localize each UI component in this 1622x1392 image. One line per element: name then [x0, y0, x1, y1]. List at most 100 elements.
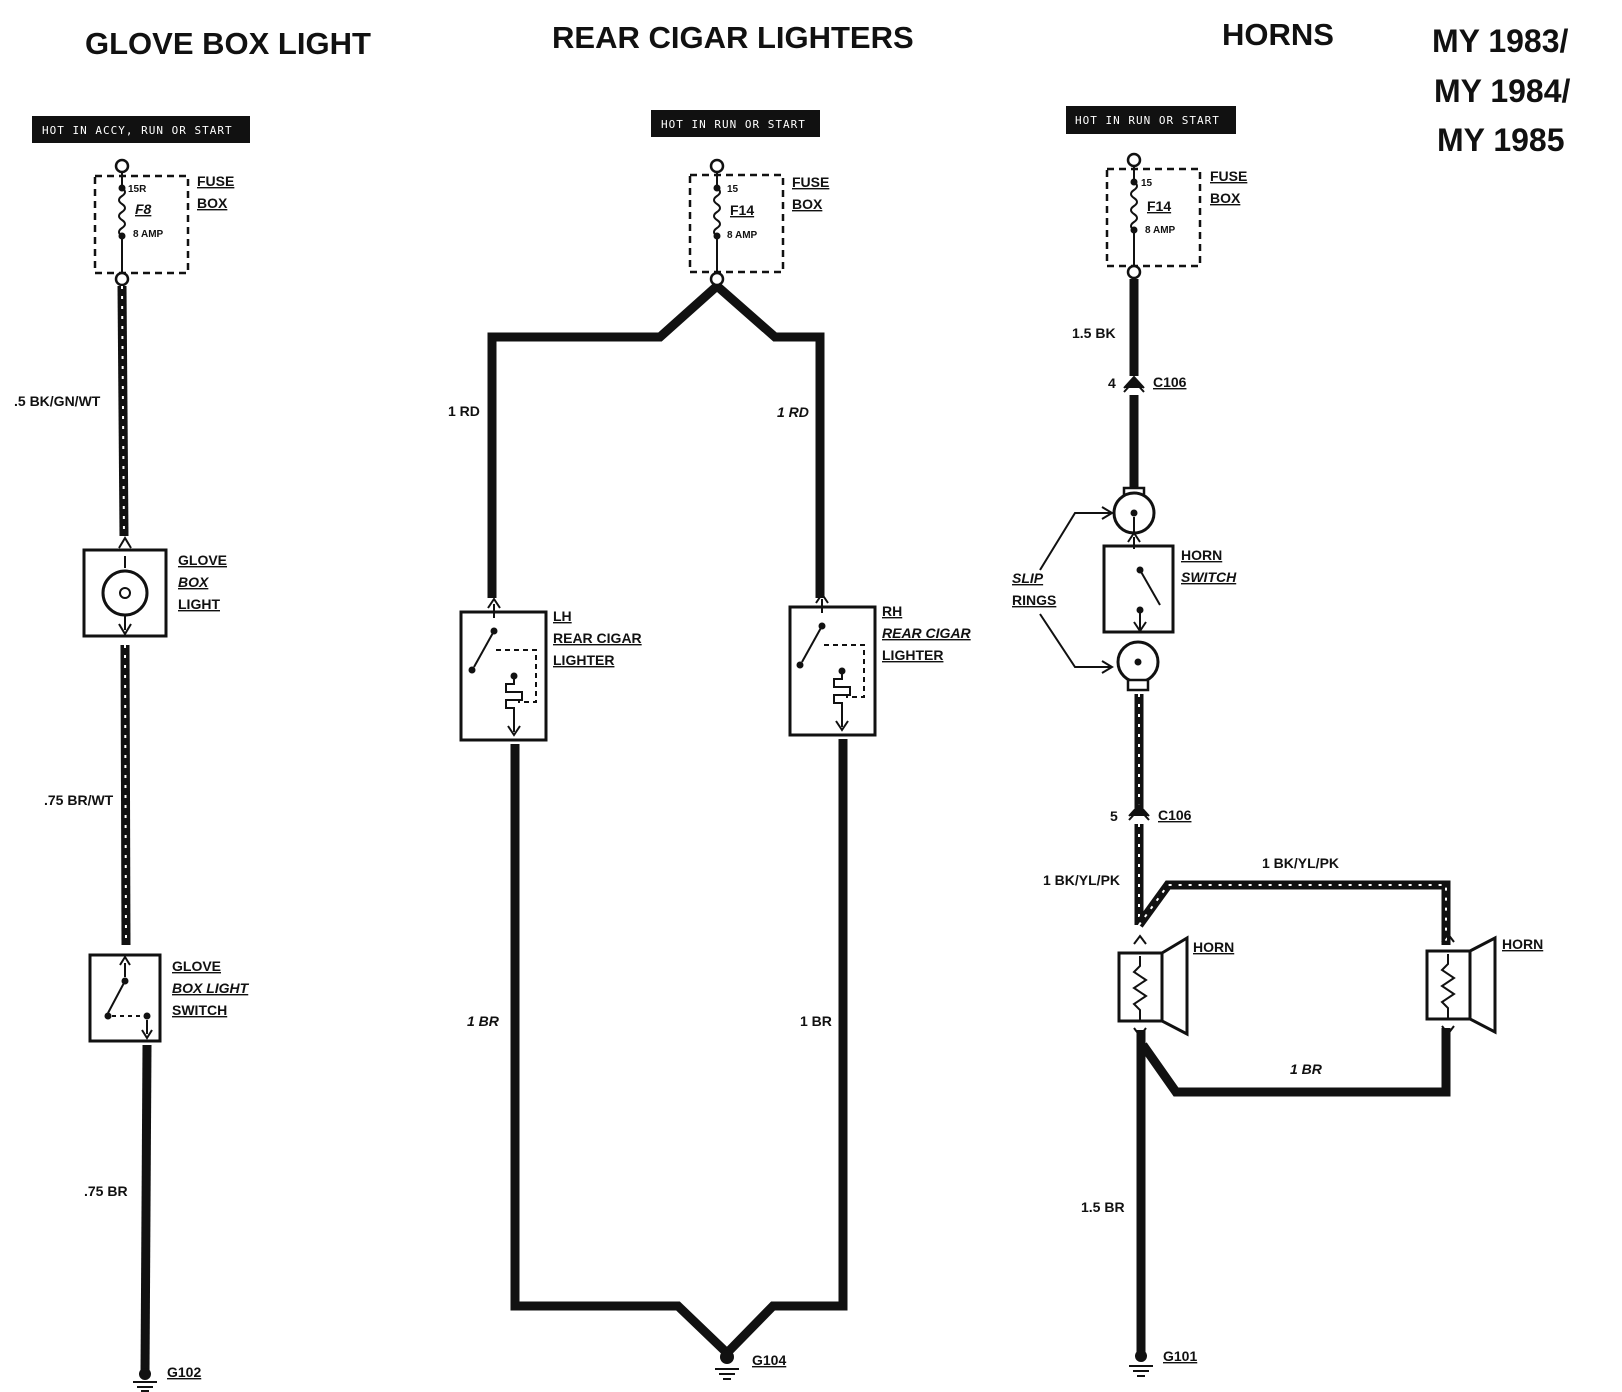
- wire-rd-right: [714, 282, 825, 598]
- model-year-1983: MY 1983/: [1432, 23, 1569, 59]
- wire1-label: 1.5 BK: [1072, 325, 1116, 341]
- wire-br-right: [723, 739, 848, 1357]
- lh-label-line2: REAR CIGAR: [553, 630, 642, 646]
- horn-right-icon: [1425, 932, 1497, 1036]
- lighter-switch-icon: [473, 630, 495, 668]
- hot-label-box: [32, 116, 250, 143]
- connector-bottom-pin: 5: [1110, 808, 1118, 824]
- horn-switch-contact-icon: [1139, 569, 1161, 606]
- wire3-label: .75 BR: [84, 1183, 128, 1199]
- connector-icon: [1128, 803, 1150, 817]
- fuse-rating-label: 8 AMP: [1145, 225, 1176, 236]
- hot-label-box: [1066, 106, 1236, 134]
- hot-label-text: HOT IN ACCY, RUN OR START: [42, 124, 233, 137]
- wire1-label: .5 BK/GN/WT: [14, 393, 101, 409]
- fuse-rating-label: 8 AMP: [727, 230, 758, 241]
- switch-label-line3: SWITCH: [172, 1002, 227, 1018]
- rh-label-line1: RH: [882, 603, 902, 619]
- rh-label-line3: LIGHTER: [882, 647, 943, 663]
- arrow-slip-ring-bottom: [1039, 613, 1110, 668]
- light-label-line3: LIGHT: [178, 596, 220, 612]
- model-year-1984: MY 1984/: [1434, 73, 1571, 109]
- wire-br-return: [1139, 1028, 1451, 1097]
- wire-feed-left-label: 1 BK/YL/PK: [1043, 872, 1120, 888]
- horn-switch-label-line2: SWITCH: [1181, 569, 1237, 585]
- hot-label-text: HOT IN RUN OR START: [661, 118, 806, 131]
- horn-left-label: HORN: [1193, 939, 1234, 955]
- connector-top-label: C106: [1153, 374, 1187, 390]
- wire-br: [140, 1044, 152, 1374]
- fuse-terminal-label: 15: [1141, 178, 1153, 189]
- fuse-box-label-line2: BOX: [1210, 190, 1241, 206]
- fuse-top-terminal: [114, 158, 130, 174]
- fuse-id-label: F14: [730, 202, 754, 218]
- fuse-element-icon: [118, 187, 126, 237]
- arrow-up-icon: [118, 536, 132, 568]
- title-rear-cigar-lighters: REAR CIGAR LIGHTERS: [552, 20, 914, 55]
- fuse-box-label-line1: FUSE: [1210, 168, 1247, 184]
- fuse-element-icon: [713, 187, 721, 237]
- fuse-id-label: F8: [135, 201, 152, 217]
- hot-label-box: [651, 110, 820, 137]
- hot-label-text: HOT IN RUN OR START: [1075, 114, 1220, 127]
- wire-bk-yl-pk-top: [1135, 880, 1451, 945]
- horn-circuit: HOT IN RUN OR START 15 F14 8 AMP FUSE BO…: [1012, 106, 1543, 1377]
- fuse-bottom-terminal: [114, 271, 130, 287]
- fuse-element-icon: [1130, 181, 1138, 231]
- wire-right-top-label: 1 RD: [777, 404, 809, 420]
- fuse-id-label: F14: [1147, 198, 1171, 214]
- lh-label-line3: LIGHTER: [553, 652, 614, 668]
- wire2-label: .75 BR/WT: [44, 792, 114, 808]
- heater-element-icon: [833, 671, 851, 715]
- switch-contact-icon: [107, 980, 126, 1014]
- switch-label-line2: BOX LIGHT: [172, 980, 250, 996]
- lh-label-line1: LH: [553, 608, 572, 624]
- slip-rings-label-line2: RINGS: [1012, 592, 1056, 608]
- wire-br-left: [510, 744, 731, 1357]
- wire-feed-top-label: 1 BK/YL/PK: [1262, 855, 1339, 871]
- rh-lighter-housing: [788, 605, 877, 737]
- connector-top-pin: 4: [1108, 375, 1116, 391]
- arrow-slip-ring-top: [1039, 512, 1110, 571]
- ground-label: G104: [752, 1352, 786, 1368]
- ground-icon: [133, 1368, 157, 1392]
- connector-bottom-label: C106: [1158, 807, 1192, 823]
- switch-label-line1: GLOVE: [172, 958, 221, 974]
- cigar-lighter-circuit: HOT IN RUN OR START 15 F14 8 AMP FUSE BO…: [448, 110, 972, 1380]
- lamp-icon: [101, 569, 149, 617]
- title-glove-box-light: GLOVE BOX LIGHT: [85, 26, 371, 61]
- wire-return-label: 1 BR: [1290, 1061, 1323, 1077]
- fuse-box-label-line1: FUSE: [197, 173, 234, 189]
- fuse-box-label-line1: FUSE: [792, 174, 829, 190]
- rh-label-line2: REAR CIGAR: [882, 625, 972, 641]
- wire-left-top-label: 1 RD: [448, 403, 480, 419]
- ground-label: G102: [167, 1364, 201, 1380]
- light-label-line2: BOX: [178, 574, 210, 590]
- heater-element-icon: [505, 676, 523, 720]
- fuse-terminal-label: 15R: [128, 184, 147, 195]
- fuse-rating-label: 8 AMP: [133, 229, 164, 240]
- horn-right-label: HORN: [1502, 936, 1543, 952]
- wire-right-bottom-label: 1 BR: [800, 1013, 832, 1029]
- title-horns: HORNS: [1222, 17, 1334, 52]
- lighter-switch-icon: [801, 625, 823, 663]
- ground-icon: [1129, 1350, 1153, 1377]
- horn-switch-label-line1: HORN: [1181, 547, 1222, 563]
- glove-box-circuit: HOT IN ACCY, RUN OR START 15R F8 8 AMP F…: [14, 116, 250, 1392]
- fuse-box-label-line2: BOX: [197, 195, 228, 211]
- fuse-box-outline: [1105, 167, 1202, 268]
- fuse-terminal-label: 15: [727, 184, 739, 195]
- ground-icon: [715, 1350, 739, 1380]
- horn-left-icon: [1117, 934, 1189, 1038]
- wire-rd-left: [487, 282, 721, 598]
- lh-lighter-housing: [459, 610, 548, 742]
- ground-label: G101: [1163, 1348, 1197, 1364]
- wire-left-bottom-label: 1 BR: [467, 1013, 500, 1029]
- fuse-box-label-line2: BOX: [792, 196, 823, 212]
- wire-ground-label: 1.5 BR: [1081, 1199, 1125, 1215]
- arrow-down-icon: [118, 616, 132, 636]
- light-label-line1: GLOVE: [178, 552, 227, 568]
- slip-rings-label-line1: SLIP: [1012, 570, 1044, 586]
- horn-switch-housing: [1102, 544, 1175, 634]
